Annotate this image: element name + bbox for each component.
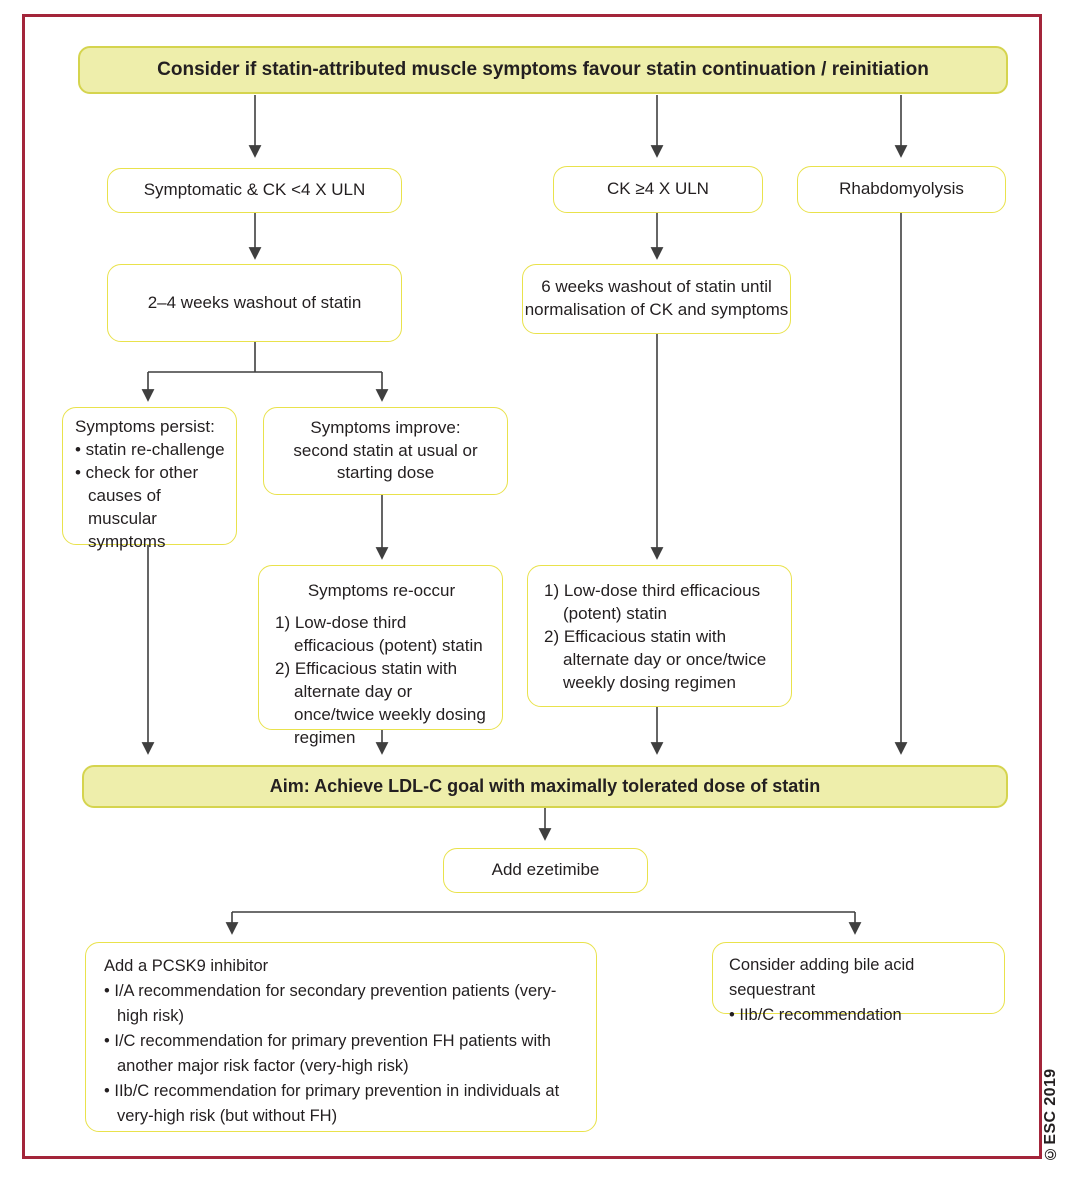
copyright-esc-2019: ©ESC 2019: [1042, 1068, 1059, 1162]
bullet-item: • I/A recommendation for secondary preve…: [104, 982, 557, 1026]
node-pcsk9-inhibitor: Add a PCSK9 inhibitor • I/A recommendati…: [85, 942, 597, 1132]
node-label: Add ezetimibe: [491, 860, 600, 880]
node-label: Rhabdomyolysis: [839, 179, 964, 199]
node-line: 6 weeks washout of statin until: [541, 277, 772, 297]
bullet-item: • statin re-challenge: [75, 439, 225, 459]
numbered-item: 2) Efficacious statin with alternate day…: [275, 658, 486, 747]
aim-text: Aim: Achieve LDL-C goal with maximally t…: [269, 776, 821, 797]
node-line: starting dose: [336, 463, 435, 483]
node-rhabdomyolysis: Rhabdomyolysis: [797, 166, 1006, 213]
node-line: normalisation of CK and symptoms: [524, 300, 789, 319]
numbered-item: 2) Efficacious statin with alternate day…: [544, 626, 767, 692]
node-title: Symptoms persist:: [75, 417, 215, 436]
node-title-banner: Consider if statin-attributed muscle sym…: [78, 46, 1008, 94]
bullet-item: • IIb/C recommendation for primary preve…: [104, 1082, 560, 1126]
node-label: 2–4 weeks washout of statin: [147, 292, 362, 312]
node-bile-acid-sequestrant: Consider adding bile acid sequestrant • …: [712, 942, 1005, 1024]
node-washout-2-4-weeks: 2–4 weeks washout of statin: [107, 264, 402, 342]
numbered-item: 1) Low-dose third efficacious (potent) s…: [544, 581, 761, 623]
node-title: Add a PCSK9 inhibitor: [104, 957, 269, 975]
node-symptomatic-ck-lt4: Symptomatic & CK <4 X ULN: [107, 168, 402, 213]
node-title: Symptoms re-occur: [307, 581, 456, 600]
figure-red-border: [22, 14, 1042, 1159]
node-aim-banner: Aim: Achieve LDL-C goal with maximally t…: [82, 765, 1008, 808]
node-add-ezetimibe: Add ezetimibe: [443, 848, 648, 893]
bullet-item: • IIb/C recommendation: [729, 1006, 902, 1025]
node-symptoms-improve: Symptoms improve: second statin at usual…: [263, 407, 508, 495]
node-line: Symptoms improve:: [310, 417, 461, 437]
node-ck-ge4: CK ≥4 X ULN: [553, 166, 763, 213]
node-title: Consider adding bile acid sequestrant: [729, 956, 915, 1000]
bullet-item: • I/C recommendation for primary prevent…: [104, 1032, 551, 1076]
banner-text: Consider if statin-attributed muscle sym…: [157, 59, 929, 81]
node-symptoms-reoccur: Symptoms re-occur 1) Low-dose third effi…: [258, 565, 503, 747]
node-label: CK ≥4 X ULN: [607, 179, 709, 199]
node-washout-6-weeks: 6 weeks washout of statin until normalis…: [522, 264, 791, 334]
bullet-item: • check for other causes of muscular sym…: [75, 462, 199, 551]
node-label: Symptomatic & CK <4 X ULN: [143, 180, 366, 200]
node-third-statin-options: 1) Low-dose third efficacious (potent) s…: [527, 565, 792, 707]
node-line: second statin at usual or: [293, 440, 478, 460]
numbered-item: 1) Low-dose third efficacious (potent) s…: [275, 612, 483, 655]
node-symptoms-persist: Symptoms persist: • statin re-challenge …: [62, 407, 237, 551]
